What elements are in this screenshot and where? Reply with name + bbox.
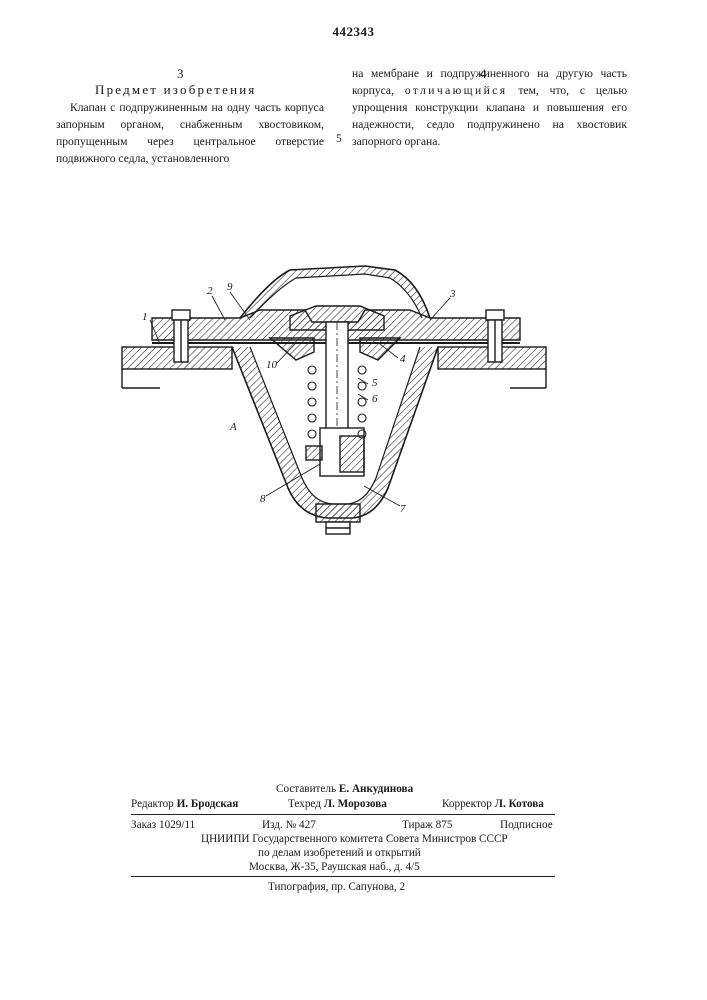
- corrector-label: Корректор: [442, 798, 492, 810]
- institute-department: по делам изобретений и открытий: [258, 846, 421, 861]
- techred-label: Техред: [288, 798, 321, 810]
- editor-label: Редактор: [131, 798, 174, 810]
- credits-divider-bottom: [131, 876, 555, 877]
- compiler-name: Е. Анкудинова: [339, 783, 413, 795]
- typography-info: Типография, пр. Сапунова, 2: [268, 880, 405, 895]
- institute-address: Москва, Ж-35, Раушская наб., д. 4/5: [249, 860, 420, 875]
- order-number: Заказ 1029/11: [131, 818, 195, 833]
- credits-divider-top: [131, 814, 555, 815]
- compiler-label: Составитель: [276, 783, 336, 795]
- subscription-note: Подписное: [500, 818, 553, 833]
- editor-name: И. Бродская: [177, 798, 239, 810]
- institute-name: ЦНИИПИ Государственного комитета Совета …: [201, 832, 508, 847]
- print-run: Тираж 875: [402, 818, 452, 833]
- corrector-name: Л. Котова: [495, 798, 544, 810]
- techred-name: Л. Морозова: [324, 798, 387, 810]
- edition-number: Изд. № 427: [262, 818, 316, 833]
